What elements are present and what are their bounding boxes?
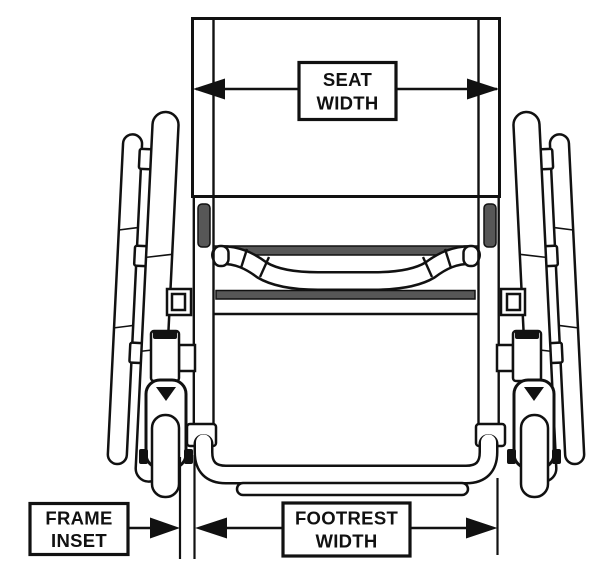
footrest-width-arrowhead-left — [195, 517, 227, 539]
caster-axle-bolt — [552, 449, 561, 464]
footrest-tube — [196, 434, 496, 482]
seat-assembly — [211, 244, 481, 316]
handrim-right — [548, 133, 586, 466]
tire-seam — [520, 253, 546, 259]
caster-axle-bolt — [507, 449, 516, 464]
footplate — [235, 481, 470, 497]
caster-bracket-left — [177, 343, 197, 373]
caster-stem-bolt-right — [524, 387, 544, 401]
backrest-strap-left — [197, 203, 211, 248]
frame-inset-label-box — [28, 501, 130, 557]
handrim-seam — [119, 226, 138, 231]
footrest-assembly — [185, 422, 507, 497]
caster-stem-cap-left — [153, 330, 177, 339]
backrest-strap-right — [483, 203, 497, 248]
tube-end-cap-right — [462, 244, 480, 268]
seat-width-label-box — [297, 60, 398, 122]
axle-nut-right — [505, 292, 522, 312]
tube-joint — [421, 256, 434, 278]
handrim-seam — [559, 324, 578, 329]
frame-inset-label-line2: INSET — [51, 530, 107, 551]
handrim-seam — [554, 226, 573, 231]
caster-axle-bolt — [184, 449, 193, 464]
frame-inset-arrowhead — [150, 517, 180, 539]
seat-upholstery-band-lower — [215, 289, 476, 300]
frame-inset-label-line1: FRAME — [45, 508, 112, 529]
axle-nut-left — [170, 292, 187, 312]
seat-rail-tube — [213, 247, 479, 289]
tube-joint — [239, 248, 249, 269]
tube-end-cap-left — [212, 244, 230, 268]
tube-joint — [258, 256, 271, 278]
frame-hardware — [139, 203, 561, 499]
seat-width-label-line2: WIDTH — [316, 93, 378, 114]
dimension-annotations: SEAT WIDTH FRAME INSET FOOTREST WIDTH — [28, 60, 499, 559]
footrest-width-label-line1: FOOTREST — [295, 508, 399, 529]
caster-wheel-right — [519, 413, 550, 499]
handrim-left — [106, 133, 144, 466]
seat-width-arrowhead-right — [467, 78, 499, 100]
caster-stem-bolt-left — [156, 387, 176, 401]
footrest-width-arrowhead-right — [466, 517, 498, 539]
seat-width-arrowhead-left — [193, 78, 225, 100]
caster-wheel-left — [150, 413, 181, 499]
footrest-width-label-line2: WIDTH — [315, 531, 377, 552]
handrim-seam — [114, 324, 133, 329]
tire-seam — [146, 253, 172, 259]
caster-axle-bolt — [139, 449, 148, 464]
caster-bracket-right — [495, 343, 515, 373]
tube-joint — [443, 248, 453, 269]
footrest-width-label-box — [281, 501, 412, 558]
seat-width-label-line1: SEAT — [323, 69, 373, 90]
caster-stem-cap-right — [515, 330, 539, 339]
